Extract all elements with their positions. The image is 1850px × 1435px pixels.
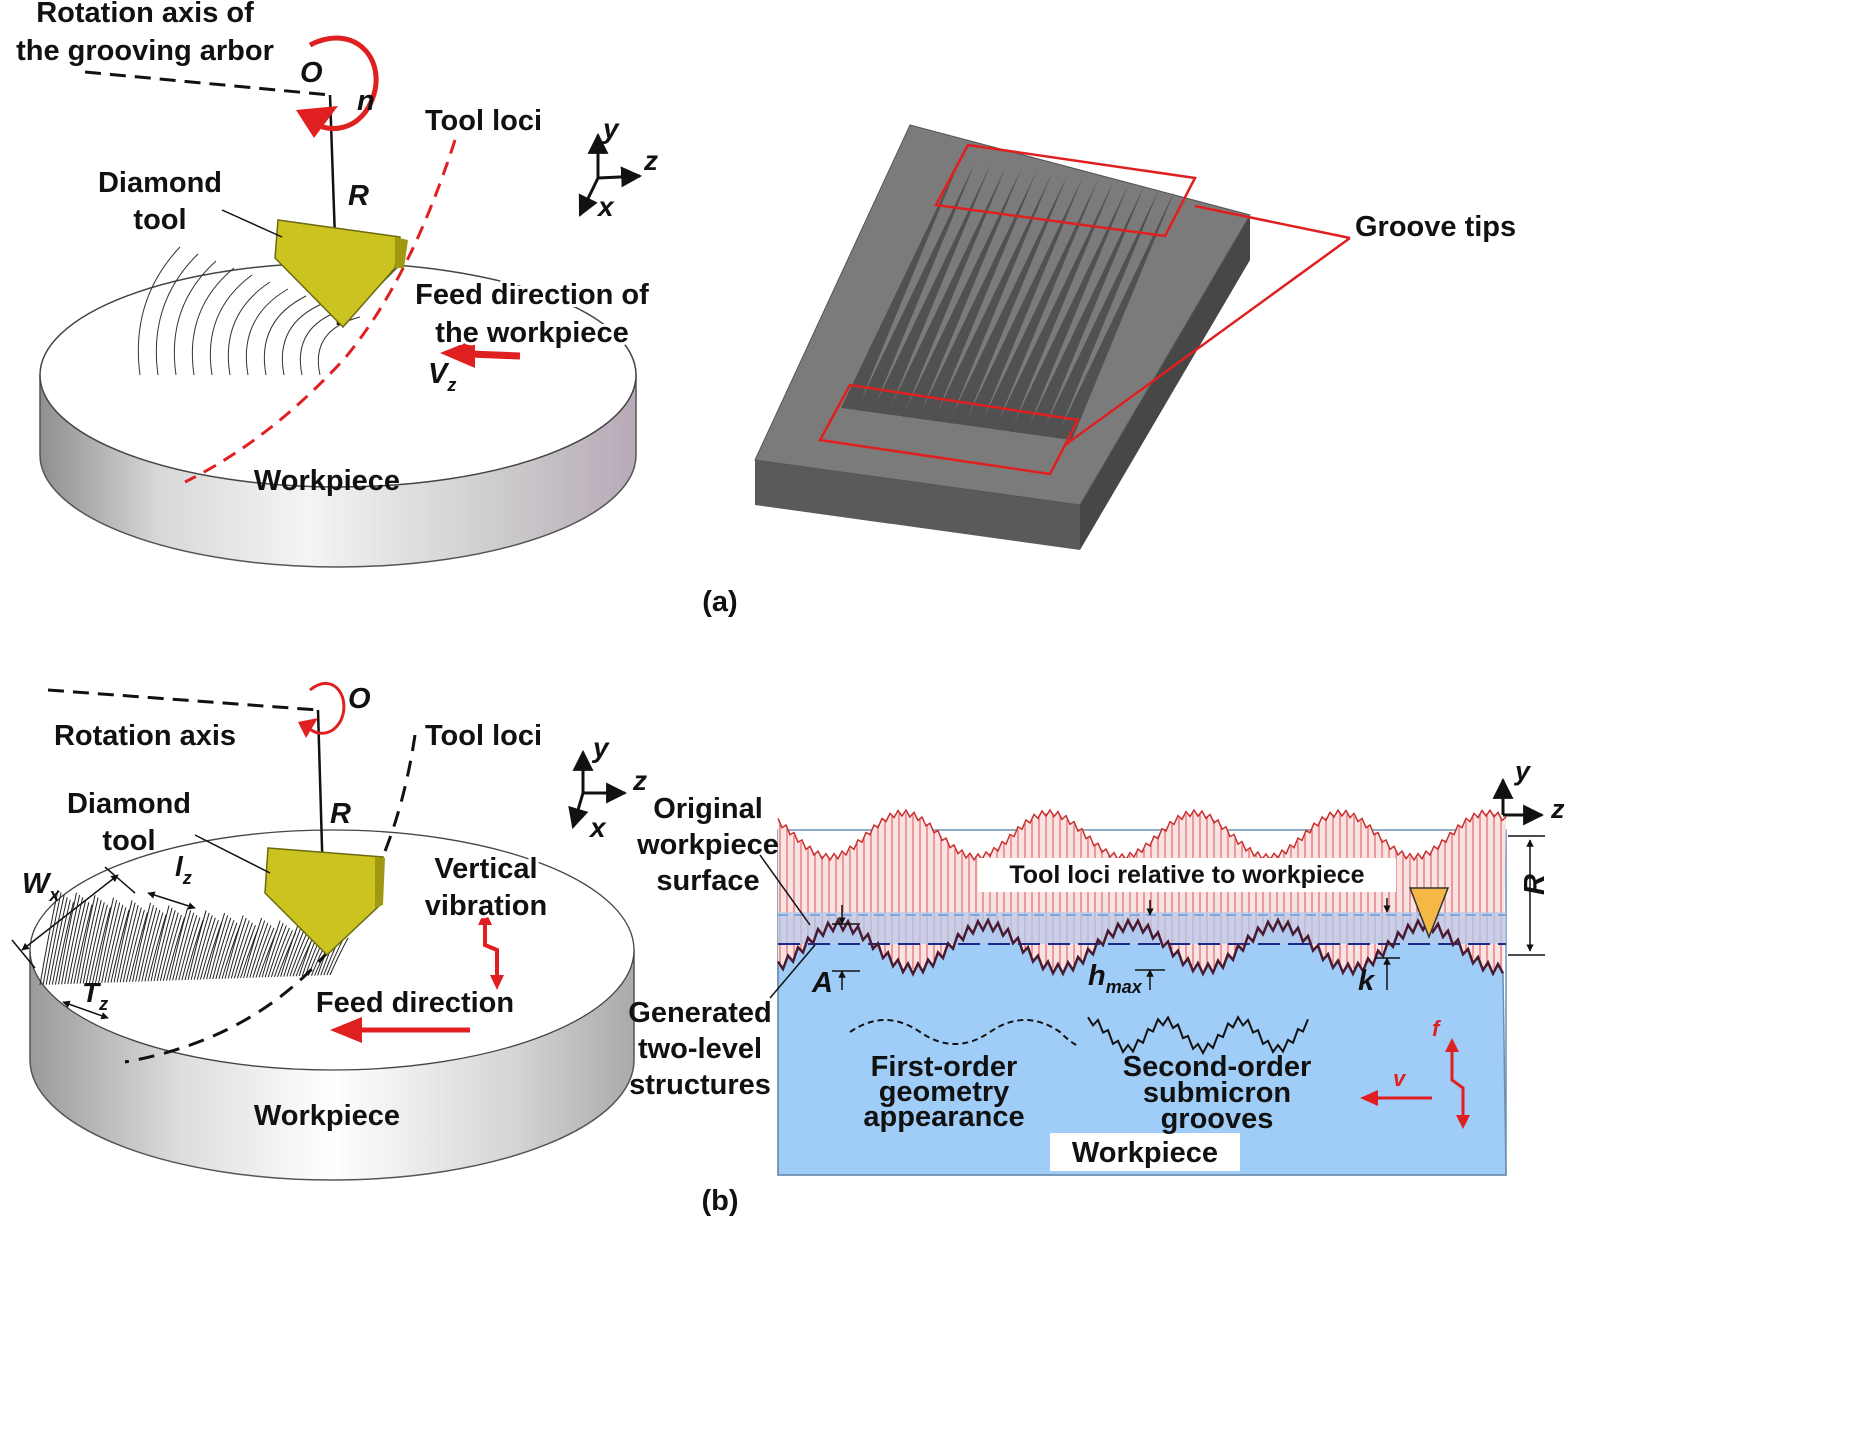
vibration-arrow-icon <box>478 910 504 990</box>
radius-label: R <box>348 180 369 212</box>
leader-lines-c <box>759 854 816 999</box>
original-surface-line3: surface <box>656 865 759 897</box>
groove-tip-highlights <box>818 143 1351 476</box>
dimension-a <box>832 905 860 990</box>
axis-y-label-c: y <box>1513 756 1532 786</box>
generated-line2: two-level <box>638 1033 762 1065</box>
axis-triad-c <box>1492 777 1545 826</box>
axis-z-label-a: z <box>643 145 658 176</box>
f-label: f <box>1432 1016 1442 1041</box>
radius-label-b: R <box>330 798 351 830</box>
radius-label-c: R <box>1519 874 1551 895</box>
axis-z-label-b: z <box>632 765 647 796</box>
v-label: v <box>1393 1066 1407 1091</box>
second-order-line1: Second-order <box>1123 1051 1312 1083</box>
tool-label-b-line2: tool <box>102 825 155 857</box>
vibration-label-line2: vibration <box>425 890 547 922</box>
plate-front-face <box>755 460 1080 550</box>
first-order-line1: First-order <box>871 1051 1018 1083</box>
original-surface-line2: workpiece <box>636 829 779 861</box>
workpiece-outline <box>777 829 1507 1176</box>
rotation-arrow-icon <box>303 35 379 131</box>
workpiece-label-bg-c <box>1050 1133 1240 1171</box>
axis-y-label-b: y <box>591 732 610 763</box>
workpiece-label-b: Workpiece <box>254 1100 400 1132</box>
first-order-wave-icon <box>849 1019 1079 1047</box>
rotation-arrow-b-head-icon <box>298 718 318 738</box>
hmax-label: hmax <box>1088 960 1143 997</box>
width-label: Wx <box>22 868 60 905</box>
origin-label-b: O <box>348 683 371 715</box>
plate-groove-array <box>841 160 1175 440</box>
tool-label-b-line1: Diamond <box>67 788 191 820</box>
axis-x-label-b: x <box>588 812 607 843</box>
tool-loci-relative-label: Tool loci relative to workpiece <box>1009 861 1364 889</box>
axis-triad-a <box>578 132 643 217</box>
dimension-lz <box>147 891 196 910</box>
original-surface-profile <box>777 808 1507 862</box>
feed-arrow-icon <box>440 339 521 368</box>
first-order-line2: geometry <box>879 1076 1010 1108</box>
axis-triad-b <box>568 749 628 830</box>
motion-arrows-c <box>1360 1038 1470 1129</box>
feed-label-line1: Feed direction of <box>415 279 649 311</box>
generated-line3: structures <box>629 1069 771 1101</box>
amplitude-label: A <box>811 967 833 999</box>
tool-loci-label: Tool loci <box>425 105 542 137</box>
generated-two-level-profile <box>776 917 1505 977</box>
rotation-arrow-head-icon <box>296 106 338 138</box>
dimension-hmax <box>1135 900 1165 990</box>
period-label: Tz <box>82 977 108 1014</box>
workpiece-label-c: Workpiece <box>1072 1137 1218 1169</box>
second-order-line2: submicron <box>1143 1077 1291 1109</box>
groove-tip-box-top <box>934 143 1197 238</box>
tool-label-leader-b <box>194 834 271 874</box>
feed-label-line2: the workpiece <box>435 317 628 349</box>
caption-a: (a) <box>702 586 737 618</box>
caption-b: (b) <box>701 1185 738 1217</box>
speed-label: n <box>357 85 375 117</box>
groove-tip-box-bottom <box>818 383 1080 476</box>
grooved-plate <box>754 124 1251 550</box>
dimension-tz <box>62 1000 109 1020</box>
groove-tips-label: Groove tips <box>1355 211 1516 243</box>
original-surface-line1: Original <box>653 793 763 825</box>
k-label: k <box>1358 965 1376 997</box>
tool-loci-curve-b <box>124 734 417 1064</box>
axis-y-label-a: y <box>601 113 620 144</box>
axis-x-label-a: x <box>596 191 615 222</box>
dimension-r <box>1508 835 1545 956</box>
first-order-line3: appearance <box>863 1101 1024 1133</box>
plate-right-face <box>1080 215 1250 550</box>
workpiece-label-a: Workpiece <box>254 465 400 497</box>
rotation-arrow-b-icon <box>304 682 346 735</box>
length-label: lz <box>175 851 192 888</box>
velocity-label: Vz <box>428 358 456 395</box>
dimension-k <box>1375 898 1400 990</box>
diamond-tool <box>274 219 408 329</box>
tool-label-leader <box>221 209 283 238</box>
second-order-wave-icon <box>1087 1015 1309 1056</box>
tool-label-line1: Diamond <box>98 167 222 199</box>
generated-line1: Generated <box>628 997 771 1029</box>
tool-tip-triangle <box>1408 887 1450 940</box>
tool-loci-label-bg <box>978 858 1396 892</box>
vibration-label-line1: Vertical <box>434 853 537 885</box>
tool-label-line2: tool <box>133 204 186 236</box>
rotation-axis-label-line2: the grooving arbor <box>16 35 274 67</box>
tool-path-grooves <box>137 246 361 376</box>
origin-label: O <box>300 57 323 89</box>
tool-loci-label-b: Tool loci <box>425 720 542 752</box>
dimension-wx <box>11 866 136 969</box>
diamond-tool-b <box>264 847 385 957</box>
feed-label-b: Feed direction <box>316 987 514 1019</box>
rotation-axis-label-b: Rotation axis <box>54 720 236 752</box>
feed-arrow-b-icon <box>330 1017 470 1043</box>
second-order-line3: grooves <box>1161 1103 1274 1135</box>
axis-z-label-c: z <box>1550 794 1565 824</box>
rotation-axis-label-line1: Rotation axis of <box>36 0 254 29</box>
